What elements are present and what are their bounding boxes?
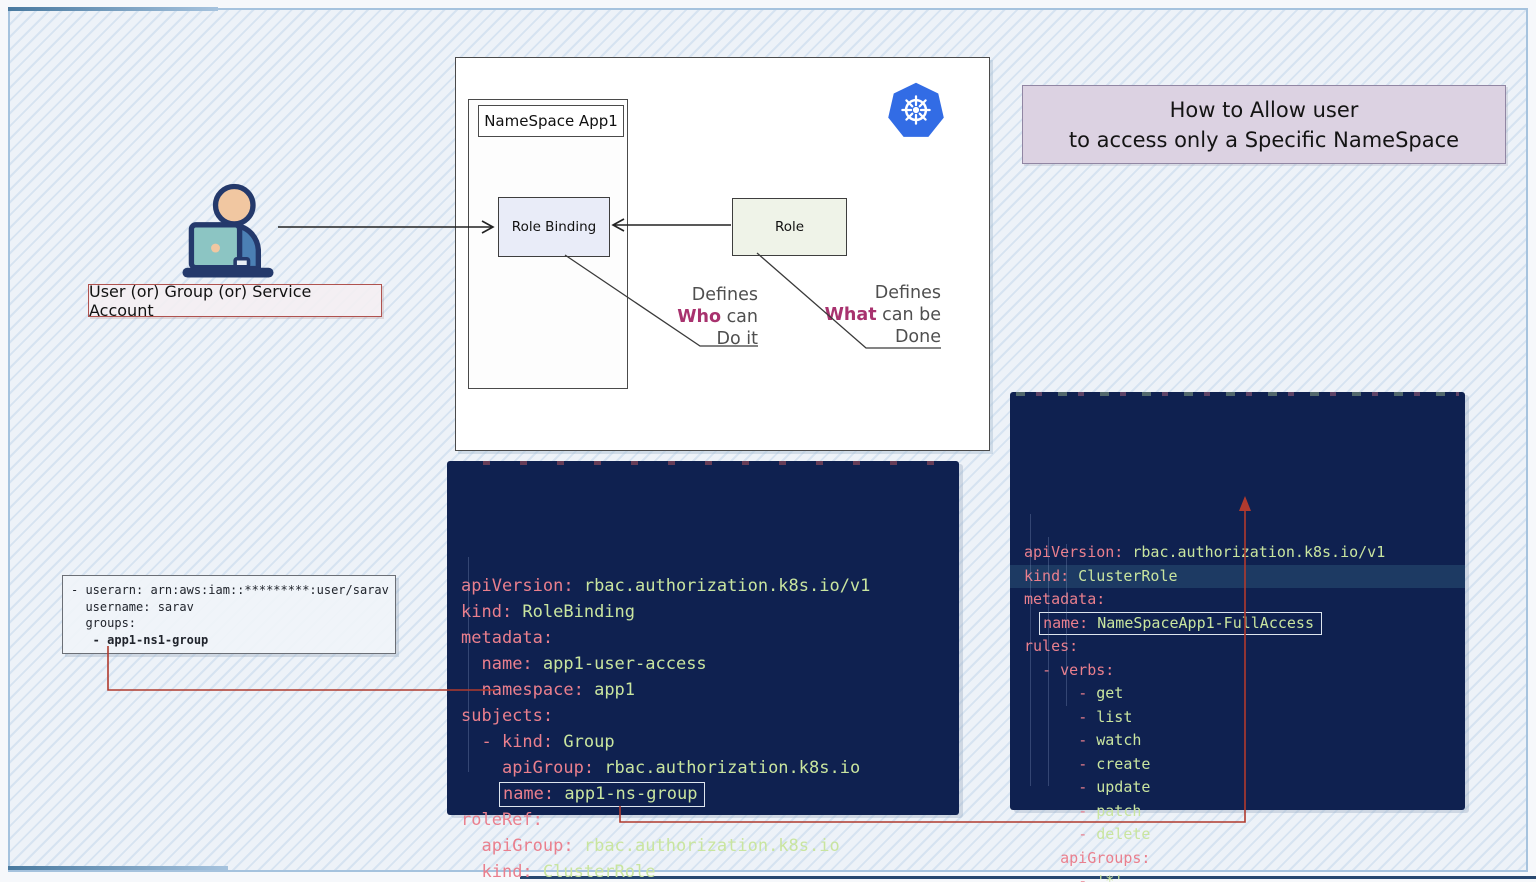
defines-who-line2: can	[721, 307, 758, 327]
highlight-name-box: name: NameSpaceApp1-FullAccess	[1039, 611, 1322, 635]
code-line: kind: ClusterRole	[1010, 564, 1465, 588]
rolebinding-code-block: apiVersion: rbac.authorization.k8s.io/v1…	[447, 461, 959, 882]
indent-guide	[1030, 514, 1031, 786]
kubernetes-logo-icon	[888, 82, 944, 137]
defines-who-line3: Do it	[716, 329, 758, 349]
user-type-label: User (or) Group (or) Service Account	[89, 281, 312, 320]
indent-guide	[468, 557, 469, 772]
highlight-name-box: name: app1-ns-group	[498, 782, 706, 807]
code-line: name: app1-user-access	[481, 654, 707, 674]
role-binding-box: Role Binding	[498, 197, 610, 257]
code-line: - update	[1078, 778, 1151, 796]
code-line: apiVersion: rbac.authorization.k8s.io/v1	[461, 576, 871, 596]
code-line: - '*'	[1078, 872, 1124, 882]
defines-what-line2: can be	[876, 305, 941, 325]
role-box: Role	[732, 198, 847, 256]
user-identity-line: username: sarav	[71, 599, 194, 614]
title-line-2: to access only a Specific NameSpace	[1068, 127, 1460, 152]
code-line: kind: ClusterRole	[481, 862, 656, 882]
defines-who-line1: Defines	[691, 285, 758, 305]
clusterrole-code-block: apiVersion: rbac.authorization.k8s.io/v1…	[1010, 392, 1465, 882]
user-identity-line: - app1-ns1-group	[71, 632, 209, 647]
indent-guide	[1048, 537, 1049, 786]
title-box: How to Allow user to access only a Speci…	[1022, 85, 1506, 164]
user-type-label-box: User (or) Group (or) Service Account	[88, 281, 382, 320]
defines-who-note: Defines Who can Do it	[615, 284, 758, 350]
code-line: apiGroup: rbac.authorization.k8s.io	[481, 836, 840, 856]
border-accent-bottom-left	[8, 866, 228, 870]
code-line: metadata:	[461, 628, 554, 648]
defines-what-emphasis: What	[824, 305, 877, 325]
code-line: - delete	[1078, 825, 1151, 843]
border-accent-top-left	[8, 7, 218, 11]
user-identity-line: groups:	[71, 616, 137, 630]
code-line: - create	[1078, 754, 1151, 773]
code-top-strip	[1016, 392, 1459, 396]
code-line: apiGroups:	[1060, 848, 1151, 867]
code-line: - verbs:	[1042, 660, 1115, 679]
code-line: - list	[1078, 707, 1133, 726]
code-line: kind: RoleBinding	[461, 602, 636, 622]
diagram-panel: NameSpace App1 Role Binding Role	[455, 57, 990, 451]
defines-who-emphasis: Who	[677, 307, 721, 327]
code-line: - patch	[1078, 801, 1142, 820]
user-identity-box: - userarn: arn:aws:iam::*********:user/s…	[62, 575, 396, 654]
defines-what-line3: Done	[894, 327, 941, 347]
code-line: rules:	[1024, 637, 1079, 655]
title-line-1: How to Allow user	[1169, 97, 1359, 122]
code-line: - get	[1078, 684, 1124, 702]
code-line: - watch	[1078, 731, 1142, 749]
code-line: apiGroup: rbac.authorization.k8s.io	[501, 758, 861, 778]
indent-guide	[1066, 544, 1067, 706]
namespace-title: NameSpace App1	[478, 105, 624, 137]
defines-what-note: Defines What can be Done	[801, 282, 941, 348]
code-top-strip	[453, 461, 953, 465]
person-at-laptop-icon	[182, 183, 274, 278]
user-identity-line: - userarn: arn:aws:iam::*********:user/s…	[71, 583, 389, 597]
border-accent-bottom	[520, 876, 1536, 879]
code-line: name: NameSpaceApp1-FullAccess	[1010, 611, 1465, 636]
code-line: metadata:	[1024, 590, 1106, 608]
code-line: namespace: app1	[481, 680, 636, 700]
role-binding-label: Role Binding	[511, 219, 597, 235]
code-line: name: app1-ns-group	[447, 781, 959, 807]
code-line: roleRef:	[461, 810, 543, 830]
code-line: - kind: Group	[481, 732, 615, 752]
code-line: apiVersion: rbac.authorization.k8s.io/v1	[1024, 543, 1386, 561]
code-line: subjects:	[461, 706, 554, 726]
defines-what-line1: Defines	[874, 283, 941, 303]
role-label: Role	[774, 219, 805, 235]
